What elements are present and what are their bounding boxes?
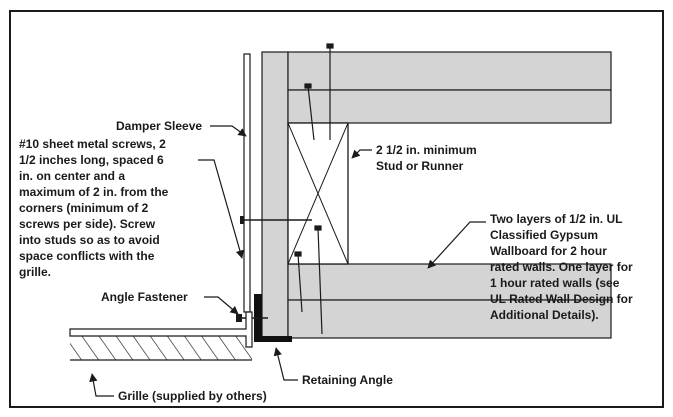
- wall-screw-top: [304, 43, 334, 141]
- outer-border: [9, 10, 664, 408]
- grille-shape: [69, 311, 253, 361]
- gypsum-board-top-inner: [287, 89, 612, 124]
- leader-wallboard: [427, 221, 486, 269]
- label-wallboard: Two layers of 1/2 in. UL Classified Gyps…: [490, 212, 633, 322]
- leader-grille: [89, 373, 114, 397]
- gypsum-board-top-outer: [287, 51, 612, 91]
- leader-retaining-angle: [273, 347, 298, 381]
- label-stud: 2 1/2 in. minimum Stud or Runner: [376, 143, 477, 173]
- leader-stud: [351, 149, 372, 159]
- leader-screws: [198, 159, 244, 259]
- label-retaining-angle: Retaining Angle: [302, 373, 393, 387]
- leader-angle-fastener: [204, 296, 239, 315]
- label-screws: #10 sheet metal screws, 2 1/2 inches lon…: [19, 137, 169, 279]
- label-damper-sleeve: Damper Sleeve: [116, 119, 203, 133]
- gypsum-board-vertical: [261, 51, 289, 339]
- label-grille: Grille (supplied by others): [118, 389, 267, 403]
- gypsum-board-bottom-inner: [287, 263, 612, 301]
- leader-damper-sleeve: [210, 125, 247, 137]
- label-angle-fastener: Angle Fastener: [101, 290, 188, 304]
- wall-screw-bottom: [294, 225, 323, 335]
- sleeve-screw: [240, 216, 312, 224]
- angle-fastener-shape: [236, 314, 268, 322]
- damper-sleeve: [243, 53, 251, 313]
- gypsum-board-bottom-outer: [287, 299, 612, 339]
